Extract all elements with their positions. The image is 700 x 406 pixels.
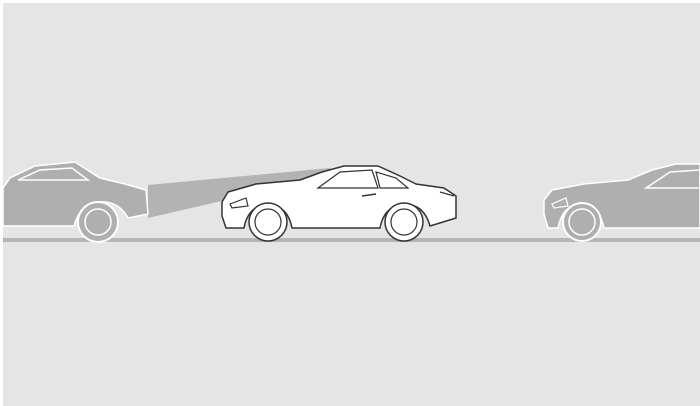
rear-vehicle-wheel: [78, 202, 118, 242]
